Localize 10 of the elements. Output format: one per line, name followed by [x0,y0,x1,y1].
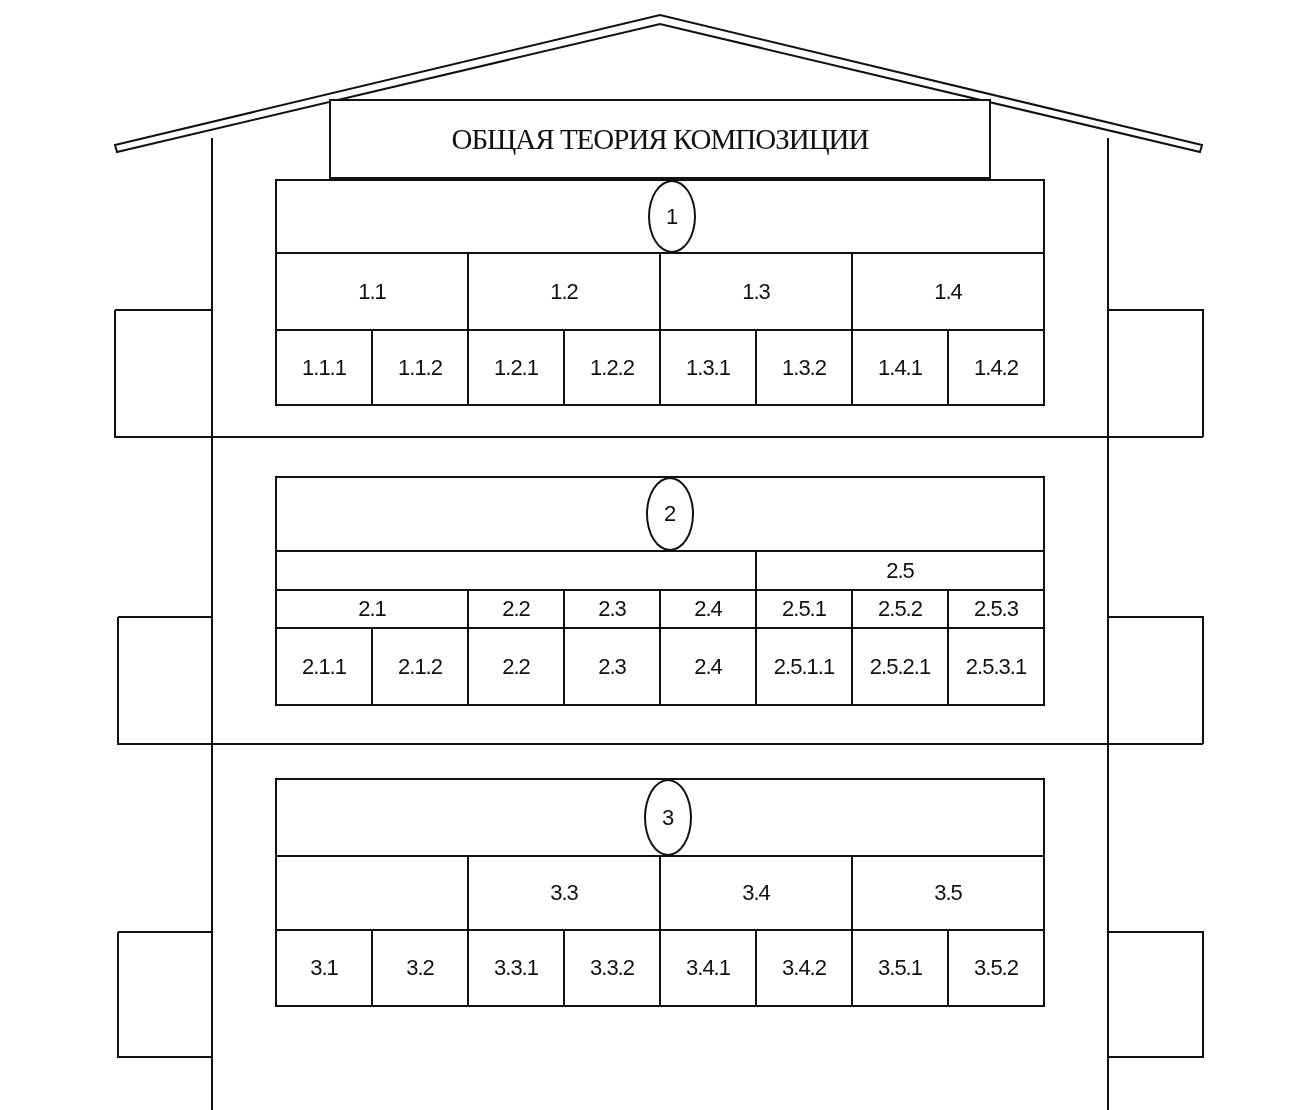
number-circle: 3 [644,779,692,856]
table-cell: 2.5.3.1 [947,627,1045,706]
table-cell: 1.1.1 [275,329,373,406]
table-cell: 2.1.1 [275,627,373,706]
table-cell: 3.5.2 [947,929,1045,1007]
table-cell: 3.1 [275,929,373,1007]
number-circle: 1 [648,180,696,253]
number-circle: 2 [646,477,694,551]
title-banner: ОБЩАЯ ТЕОРИЯ КОМПОЗИЦИИ [329,99,991,179]
table-cell: 1.4.2 [947,329,1045,406]
